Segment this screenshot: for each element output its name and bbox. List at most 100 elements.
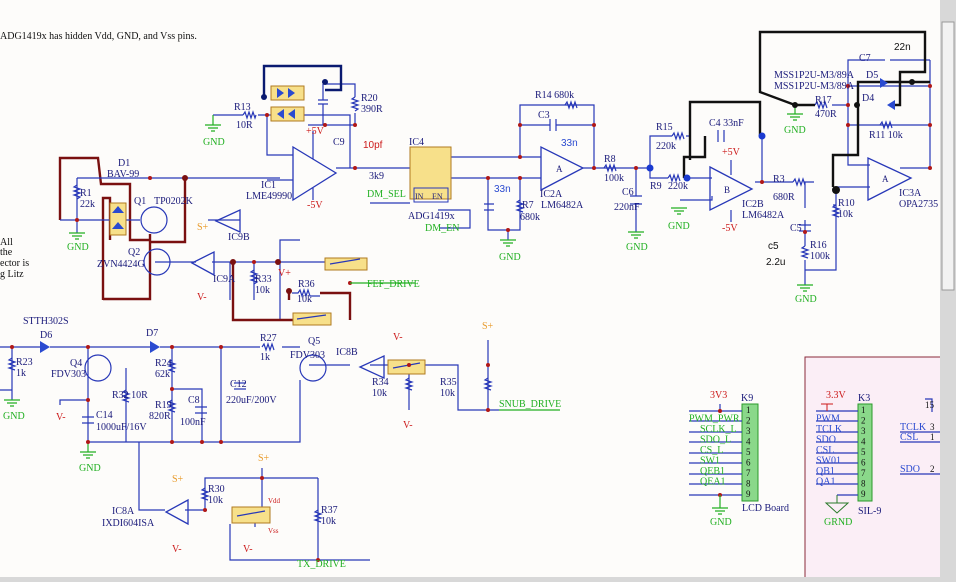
gnd-label: GND bbox=[668, 221, 690, 232]
k9-signal-cs_l[interactable]: CS_L bbox=[700, 445, 723, 456]
c3-label: C3 bbox=[538, 110, 550, 121]
q4-part: FDV303 bbox=[51, 369, 86, 380]
r8-label: R8 bbox=[604, 154, 616, 165]
q2-label: Q2 bbox=[128, 247, 140, 258]
diode-pair-bottom bbox=[270, 106, 305, 122]
net-dm-en[interactable]: DM_EN bbox=[425, 223, 459, 234]
k3-signal-csl[interactable]: CSL bbox=[816, 445, 834, 456]
k3-connector[interactable] bbox=[816, 398, 940, 514]
sub-sheet-panel[interactable] bbox=[804, 356, 946, 582]
opamp-unit: A bbox=[556, 164, 563, 174]
power-label: V- bbox=[403, 420, 413, 431]
r20-resistor bbox=[350, 96, 360, 112]
c9-label: C9 bbox=[333, 137, 345, 148]
r9-label: R9 bbox=[650, 181, 662, 192]
fef-switch[interactable] bbox=[324, 257, 368, 271]
k9-pin-number: 5 bbox=[746, 447, 751, 457]
c12-label: C12 bbox=[230, 379, 247, 390]
k9-pin-number: 9 bbox=[746, 489, 751, 499]
k9-pin-number: 4 bbox=[746, 437, 751, 447]
snub-switch[interactable] bbox=[387, 359, 426, 375]
power-label: 3.3V bbox=[826, 390, 847, 401]
r16-value: 100k bbox=[810, 251, 830, 262]
ic1-opamp bbox=[292, 145, 338, 202]
grnd-label: GRND bbox=[824, 517, 852, 528]
r33-label: R33 bbox=[255, 274, 272, 285]
k9-part: LCD Board bbox=[742, 503, 789, 514]
k3-part: SIL-9 bbox=[858, 506, 881, 517]
sheet-port-csl[interactable]: CSL bbox=[900, 432, 918, 443]
k3-signal-qa1[interactable]: QA1 bbox=[816, 477, 835, 488]
k9-pin-number: 3 bbox=[746, 426, 751, 436]
power-label: V- bbox=[393, 332, 403, 343]
k3-pin-number: 7 bbox=[861, 468, 866, 478]
c5-annotation: c5 bbox=[768, 241, 779, 252]
ic4-switch[interactable] bbox=[409, 146, 452, 200]
k3-signal-qb1[interactable]: QB1 bbox=[816, 466, 835, 477]
ic8b-buffer bbox=[358, 354, 385, 380]
c14-label: C14 bbox=[96, 410, 113, 421]
net-fef-drive[interactable]: FEF_DRIVE bbox=[367, 279, 420, 290]
d4-label: D4 bbox=[862, 93, 874, 104]
ic9a-buffer bbox=[190, 250, 215, 277]
r34-value: 10k bbox=[372, 388, 387, 399]
k3-signal-tclk[interactable]: TCLK bbox=[816, 424, 843, 435]
k3-signal-pwm[interactable]: PWM bbox=[816, 414, 840, 425]
k9-signal-sdo_l[interactable]: SDO_L bbox=[700, 435, 731, 446]
k9-signal-qea1[interactable]: QEA1 bbox=[700, 477, 726, 488]
ic8a-buffer bbox=[164, 498, 189, 526]
power-label: S+ bbox=[172, 474, 184, 485]
net-dm-sel[interactable]: DM_SEL bbox=[367, 189, 406, 200]
k3-signal-sdo[interactable]: SDO bbox=[816, 435, 836, 446]
power-label: +5V bbox=[722, 147, 741, 158]
k3-pin-number: 4 bbox=[861, 437, 866, 447]
opamp-unit: A bbox=[882, 174, 889, 184]
q1-mosfet bbox=[140, 206, 168, 234]
c8-label: C8 bbox=[188, 395, 200, 406]
r7-label: R7 bbox=[522, 200, 534, 211]
gnd-label: GND bbox=[795, 294, 817, 305]
power-label: -5V bbox=[307, 200, 323, 211]
r24-label: R24 bbox=[155, 358, 172, 369]
side-note: All bbox=[0, 237, 13, 248]
horizontal-scrollbar[interactable] bbox=[0, 577, 940, 582]
net-snub-drive[interactable]: SNUB_DRIVE bbox=[499, 399, 561, 410]
sheet-port-sdo[interactable]: SDO bbox=[900, 464, 920, 475]
k9-signal-sclk_l[interactable]: SCLK_L bbox=[700, 424, 737, 435]
k9-signal-qeb1[interactable]: QEB1 bbox=[700, 466, 725, 477]
scrollbar-thumb[interactable] bbox=[941, 21, 955, 291]
r17-label: R17 bbox=[815, 95, 832, 106]
q5-label: Q5 bbox=[308, 336, 320, 347]
k9-connector[interactable] bbox=[689, 403, 759, 515]
ic9b-label: IC9B bbox=[228, 232, 250, 243]
ic3a-label: IC3A bbox=[899, 188, 922, 199]
k9-pin-number: 8 bbox=[746, 479, 751, 489]
c12-value: 220uF/200V bbox=[226, 395, 277, 406]
r8-value: 100k bbox=[604, 173, 624, 184]
ic4-label: IC4 bbox=[409, 137, 424, 148]
driver-stage bbox=[58, 156, 415, 326]
net-tx-drive[interactable]: TX_DRIVE bbox=[297, 559, 346, 570]
k9-pin-number: 1 bbox=[746, 405, 751, 415]
r13-label: R13 bbox=[234, 102, 251, 113]
k9-signal-sw1[interactable]: SW1 bbox=[700, 456, 720, 467]
k3-pin-number: 3 bbox=[861, 426, 866, 436]
r15-label: R15 bbox=[656, 122, 673, 133]
r15-value: 220k bbox=[656, 141, 676, 152]
c7-value: 22n bbox=[894, 42, 911, 53]
r16-label: R16 bbox=[810, 240, 827, 251]
ic4-in: IN bbox=[415, 192, 424, 201]
note-text: ADG1419x has hidden Vdd, GND, and Vss pi… bbox=[0, 31, 197, 42]
tx-switch[interactable] bbox=[231, 506, 271, 524]
k9-pin-number: 7 bbox=[746, 468, 751, 478]
power-label: V+ bbox=[278, 268, 291, 279]
r3-label: R3 bbox=[773, 174, 785, 185]
k9-signal-pwm_pwr[interactable]: PWM_PWR bbox=[689, 414, 740, 425]
sheet-port-tclk[interactable]: TCLK bbox=[900, 422, 927, 433]
k3-pin-number: 2 bbox=[861, 416, 866, 426]
ic4-part: ADG1419x bbox=[408, 211, 455, 222]
q5-part: FDV303 bbox=[290, 350, 325, 361]
c6-value: 220nF bbox=[614, 202, 640, 213]
k3-signal-sw01[interactable]: SW01 bbox=[816, 456, 841, 467]
